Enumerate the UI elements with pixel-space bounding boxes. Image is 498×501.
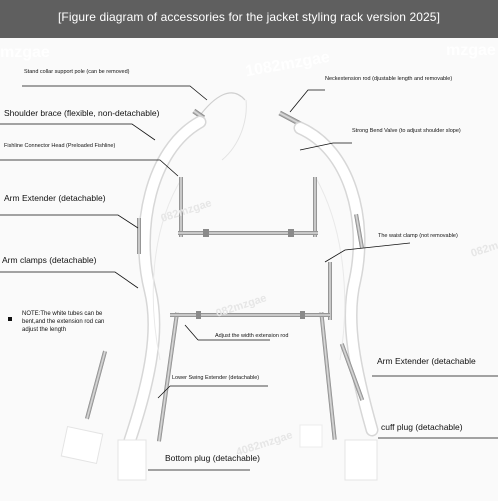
width-extension-rod (170, 313, 330, 317)
leader-lines (0, 85, 498, 471)
diagram-title: [Figure diagram of accessories for the j… (57, 10, 441, 24)
left-upper-post (179, 177, 183, 237)
label-bottom-plug: Bottom plug (detachable) (165, 453, 260, 463)
label-cuff-plug: cuff plug (detachable) (381, 422, 463, 432)
fishline-right (315, 177, 346, 361)
leader-width-extension-tip (184, 324, 199, 341)
leader-shoulder-brace (0, 123, 156, 141)
leader-arm-extender-left (0, 214, 139, 229)
label-arm-extender-right: Arm Extender (detachable (377, 356, 476, 366)
label-shoulder-brace: Shoulder brace (flexible, non-detachable… (4, 108, 160, 118)
crossbar-joint-left (203, 229, 209, 237)
lower-swing-right (319, 312, 337, 440)
right-mid-post (328, 262, 332, 320)
left-bottom-plug (117, 439, 147, 481)
note-text: NOTE:The white tubes can be bent,and the… (22, 311, 105, 333)
left-white-tube (125, 117, 205, 445)
label-lower-swing: Lower Swing Extender (detachable) (172, 375, 260, 381)
leader-fishline-head (0, 159, 179, 177)
leader-waist-clamp (324, 242, 411, 263)
stand-collar-pole (197, 92, 246, 119)
label-neck-extension: Neckextension rod (djustable length and … (325, 76, 453, 82)
leader-neck-extension (289, 89, 325, 113)
label-width-extension: Adjust the width extension rod (215, 333, 289, 339)
label-stand-collar: Stand collar support pole (can be remove… (24, 69, 130, 75)
crossbar-joint-right (288, 229, 294, 237)
right-cuff-plug (299, 424, 323, 448)
right-white-tube (295, 123, 377, 435)
right-lower-arm-extender (339, 343, 365, 401)
fishline-left (152, 177, 183, 361)
lower-swing-left (156, 312, 180, 442)
left-cuff-plug (60, 425, 104, 465)
label-arm-extender-left: Arm Extender (detachable) (4, 193, 106, 203)
label-arm-clamps: Arm clamps (detachable) (2, 255, 97, 265)
leader-stand-collar (22, 85, 208, 101)
watermark-top-right: mzgae (446, 42, 496, 59)
waist-clamp-rod (354, 213, 364, 249)
right-bottom-plug (344, 439, 378, 481)
leader-lower-swing-tip (157, 385, 171, 399)
leader-arm-clamps (0, 271, 139, 289)
width-joint-right (300, 311, 305, 319)
left-lower-arm-extender (85, 350, 107, 420)
label-strong-bend-valve: Strong Bend Valve (to adjust shoulder sl… (352, 128, 461, 134)
note-bullet (8, 317, 12, 321)
leader-strong-bend-valve (299, 142, 352, 151)
width-joint-left (196, 311, 201, 319)
label-waist-clamp: The waist clamp (not removable) (378, 233, 458, 239)
stand-collar-clear-shell (221, 99, 247, 161)
upper-crossbar (178, 231, 318, 235)
left-arm-extender-rod (137, 218, 141, 254)
right-upper-post (313, 177, 317, 237)
title-bar: [Figure diagram of accessories for the j… (0, 0, 498, 38)
label-fishline-head: Fishline Connector Head (Preloaded Fishl… (4, 143, 116, 149)
watermark-top-left: mzgae (0, 44, 50, 61)
background-panel (0, 38, 498, 501)
